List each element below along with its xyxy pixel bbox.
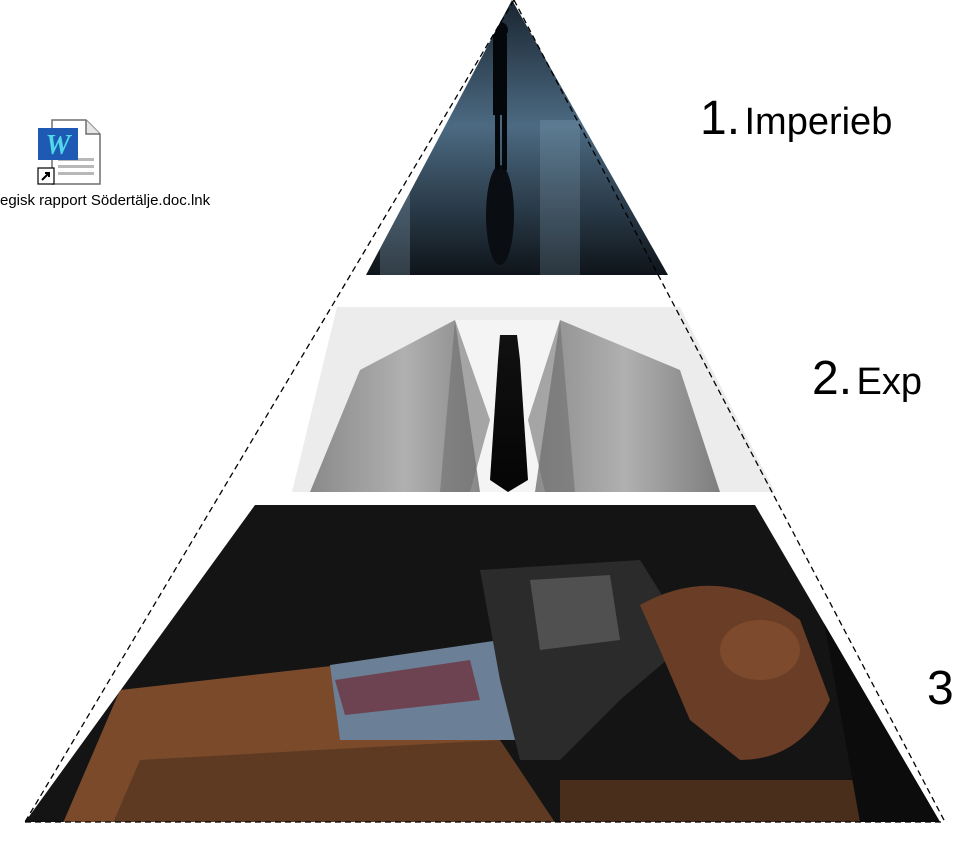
tier-2-text: Exp: [856, 361, 921, 403]
svg-text:W: W: [46, 130, 73, 161]
tier-2-label: 2. Exp: [812, 355, 922, 403]
tier-1-label: 1. Imperieb: [700, 95, 892, 143]
tier-1-number: 1.: [700, 92, 740, 145]
tier-3-label: 3: [927, 665, 954, 713]
tier-1-text: Imperieb: [744, 101, 892, 143]
tier-3-image: [20, 500, 950, 830]
word-document-shortcut-icon[interactable]: W: [36, 118, 104, 186]
tier-1-image: [360, 0, 680, 280]
shortcut-label[interactable]: egisk rapport Södertälje.doc.lnk: [0, 192, 210, 209]
tier-2-image: [290, 305, 780, 495]
desktop-shortcut[interactable]: W egisk rapport Södertälje.doc.lnk: [0, 118, 330, 218]
tier-2-number: 2.: [812, 352, 852, 405]
tier-3-number: 3: [927, 662, 954, 715]
